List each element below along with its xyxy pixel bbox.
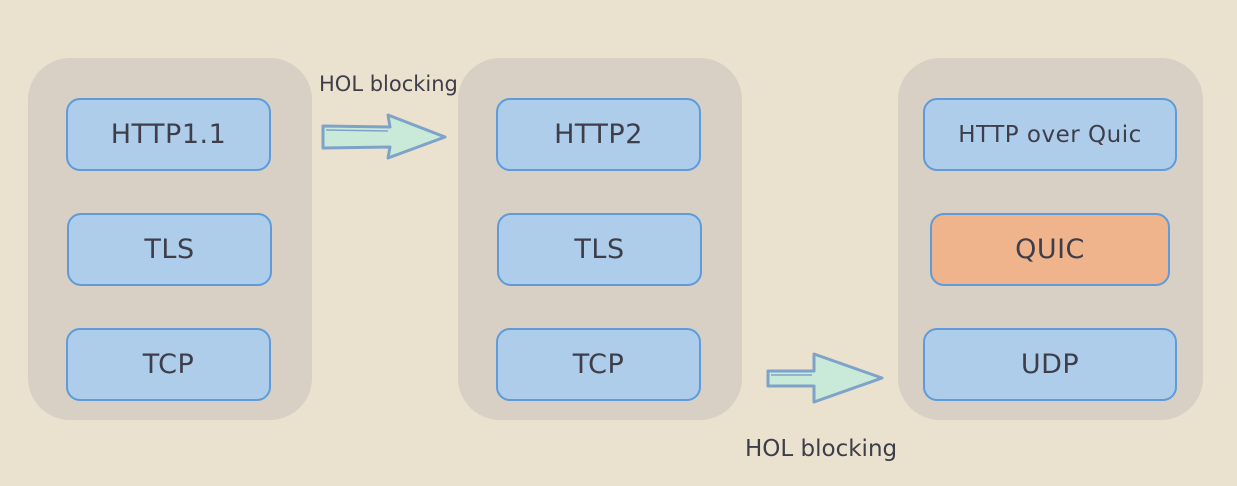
http2-layer: HTTP2 [496, 98, 701, 171]
http1-1-layer: HTTP1.1 [66, 98, 271, 171]
tcp-layer: TCP [66, 328, 271, 401]
http3-stack-panel: HTTP over Quic QUIC UDP [898, 58, 1203, 420]
tls-layer: TLS [497, 213, 702, 286]
quic-layer: QUIC [930, 213, 1170, 286]
tls-layer: TLS [67, 213, 272, 286]
http-over-quic-layer: HTTP over Quic [923, 98, 1177, 171]
http2-stack-panel: HTTP2 TLS TCP [458, 58, 742, 420]
http1-stack-panel: HTTP1.1 TLS TCP [28, 58, 312, 420]
right-arrow-icon [766, 352, 884, 404]
udp-layer: UDP [923, 328, 1177, 401]
tcp-layer: TCP [496, 328, 701, 401]
right-arrow-icon [321, 113, 447, 160]
hol-blocking-label: HOL blocking [319, 72, 458, 96]
hol-blocking-label: HOL blocking [745, 436, 898, 462]
